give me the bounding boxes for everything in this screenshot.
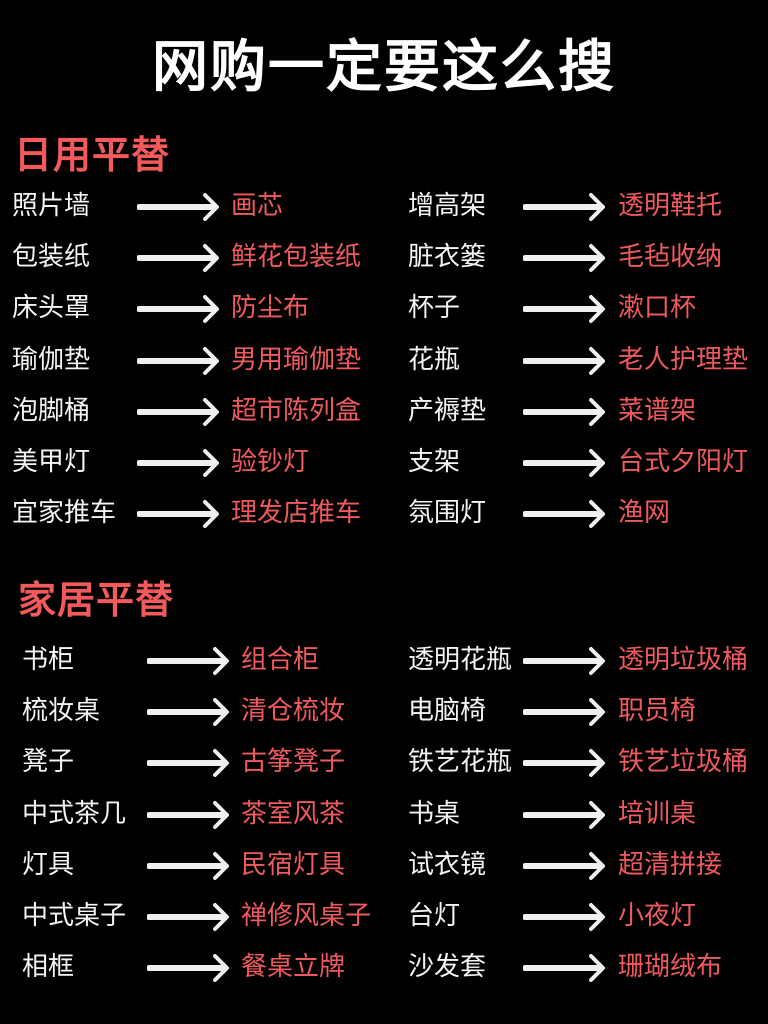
arrow-right-icon [137,193,219,221]
alternative-term: 铁艺垃圾桶 [618,747,749,778]
alternative-term: 民宿灯具 [241,849,346,880]
arrow-right-icon [523,244,605,273]
alternative-term: 古筝凳子 [241,747,346,778]
alternative-term: 老人护理垫 [618,344,749,375]
alternative-term: 毛毡收纳 [618,242,723,273]
arrow-right-icon [137,397,219,426]
arrow-right-icon [523,647,605,675]
original-term: 包装纸 [12,242,91,273]
arrow-right-icon [147,698,229,727]
alternative-term: 菜谱架 [618,395,697,426]
original-term: 沙发套 [408,952,487,983]
arrow-right-icon [137,500,219,529]
original-term: 脏衣篓 [408,242,487,273]
arrow-right-icon [147,954,229,983]
original-term: 书柜 [22,645,75,675]
original-term: 瑜伽垫 [12,344,91,375]
arrow-right-icon [523,851,605,880]
arrow-right-icon [523,749,605,778]
original-term: 照片墙 [12,191,91,221]
original-term: 铁艺花瓶 [408,747,513,778]
alternative-term: 餐桌立牌 [241,952,346,983]
original-term: 台灯 [408,901,461,931]
arrow-right-icon [523,800,605,829]
original-term: 宜家推车 [12,498,117,529]
arrow-right-icon [523,954,605,983]
arrow-right-icon [137,346,219,375]
original-term: 梳妆桌 [22,696,101,727]
original-term: 中式桌子 [22,901,127,931]
original-term: 电脑椅 [408,696,487,727]
arrow-right-icon [523,295,605,324]
original-term: 中式茶几 [22,798,127,829]
alternative-term: 鲜花包装纸 [231,242,362,273]
alternative-term: 超清拼接 [618,849,723,880]
original-term: 书桌 [408,798,461,829]
arrow-right-icon [137,295,219,324]
arrow-right-icon [523,346,605,375]
alternative-term: 漱口杯 [618,293,697,324]
original-term: 支架 [408,447,461,477]
original-term: 试衣镜 [408,849,487,880]
alternative-term: 透明垃圾桶 [618,645,749,675]
alternative-term: 小夜灯 [618,901,697,931]
arrow-right-icon [147,749,229,778]
original-term: 增高架 [408,191,487,221]
arrow-right-icon [137,244,219,273]
arrow-right-icon [523,397,605,426]
arrow-right-icon [147,851,229,880]
alternative-term: 透明鞋托 [618,191,723,221]
arrow-right-icon [137,449,219,477]
original-term: 相框 [22,952,75,983]
original-term: 泡脚桶 [12,395,91,426]
original-term: 灯具 [22,849,75,880]
original-term: 产褥垫 [408,395,487,426]
arrow-right-icon [523,903,605,931]
arrow-right-icon [147,903,229,931]
alternative-term: 珊瑚绒布 [618,952,723,983]
alternative-term: 画芯 [231,191,284,221]
original-term: 床头罩 [12,293,91,324]
arrow-right-icon [523,698,605,727]
alternative-term: 渔网 [618,498,671,529]
alternative-term: 组合柜 [241,645,320,675]
page-title: 网购一定要这么搜 [152,35,616,100]
alternative-term: 验钞灯 [231,447,310,477]
section-heading-daily: 日用平替 [14,133,171,177]
arrow-right-icon [523,500,605,529]
alternative-term: 培训桌 [618,798,697,829]
alternative-term: 防尘布 [231,293,310,324]
alternative-term: 禅修风桌子 [241,901,372,931]
alternative-term: 清仓梳妆 [241,696,346,727]
original-term: 花瓶 [408,344,461,375]
alternative-term: 台式夕阳灯 [618,447,749,477]
arrow-right-icon [523,449,605,477]
original-term: 凳子 [22,747,75,778]
original-term: 美甲灯 [12,447,91,477]
alternative-term: 男用瑜伽垫 [231,344,362,375]
section-heading-home: 家居平替 [18,578,175,622]
arrow-right-icon [523,193,605,221]
alternative-term: 茶室风茶 [241,798,346,829]
arrow-right-icon [147,800,229,829]
original-term: 透明花瓶 [408,645,513,675]
original-term: 杯子 [408,293,461,324]
alternative-term: 理发店推车 [231,498,362,529]
alternative-term: 超市陈列盒 [231,395,362,426]
alternative-term: 职员椅 [618,696,697,727]
original-term: 氛围灯 [408,498,487,529]
arrow-right-icon [147,647,229,675]
